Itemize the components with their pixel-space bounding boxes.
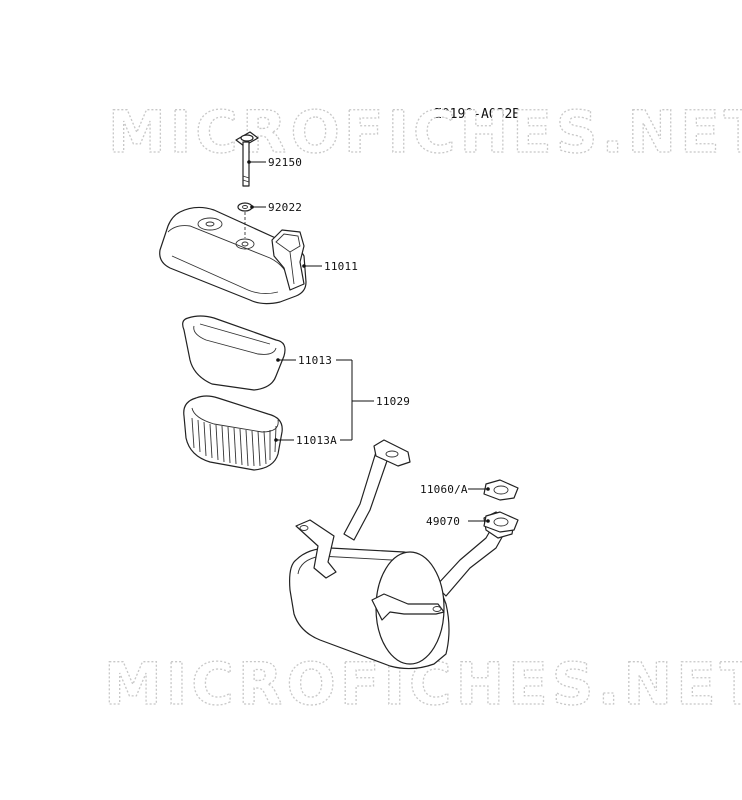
paper-filter-part	[183, 395, 283, 471]
watermark-top: MICROFICHES.NET	[108, 98, 742, 166]
muffler-part	[289, 439, 515, 670]
leader-11011	[302, 264, 322, 268]
leader-11029	[336, 359, 374, 441]
pre-cleaner-part	[182, 315, 286, 391]
leader-49070	[468, 519, 490, 523]
part-label-92150: 92150	[268, 156, 302, 169]
leader-11013	[276, 358, 296, 362]
part-label-11013A: 11013A	[296, 434, 337, 447]
leader-92150	[247, 160, 266, 164]
part-label-92022: 92022	[268, 201, 302, 214]
gasket-49070-part	[483, 511, 519, 533]
leader-11013A	[274, 438, 294, 442]
part-label-11060A: 11060/A	[420, 483, 468, 496]
part-label-11013: 11013	[298, 354, 332, 367]
watermark-bottom: MICROFICHES.NET	[104, 650, 742, 718]
part-label-11029: 11029	[376, 395, 410, 408]
leader-11060A	[468, 487, 490, 491]
washer-part	[237, 202, 253, 212]
air-cleaner-cover-part	[159, 206, 307, 305]
gasket-11060-part	[483, 479, 519, 501]
bolt-part	[235, 131, 259, 187]
diagram-code: E0190-A032B	[434, 107, 520, 122]
part-label-11011: 11011	[324, 260, 358, 273]
leader-92022	[250, 205, 266, 209]
part-label-49070: 49070	[426, 515, 460, 528]
